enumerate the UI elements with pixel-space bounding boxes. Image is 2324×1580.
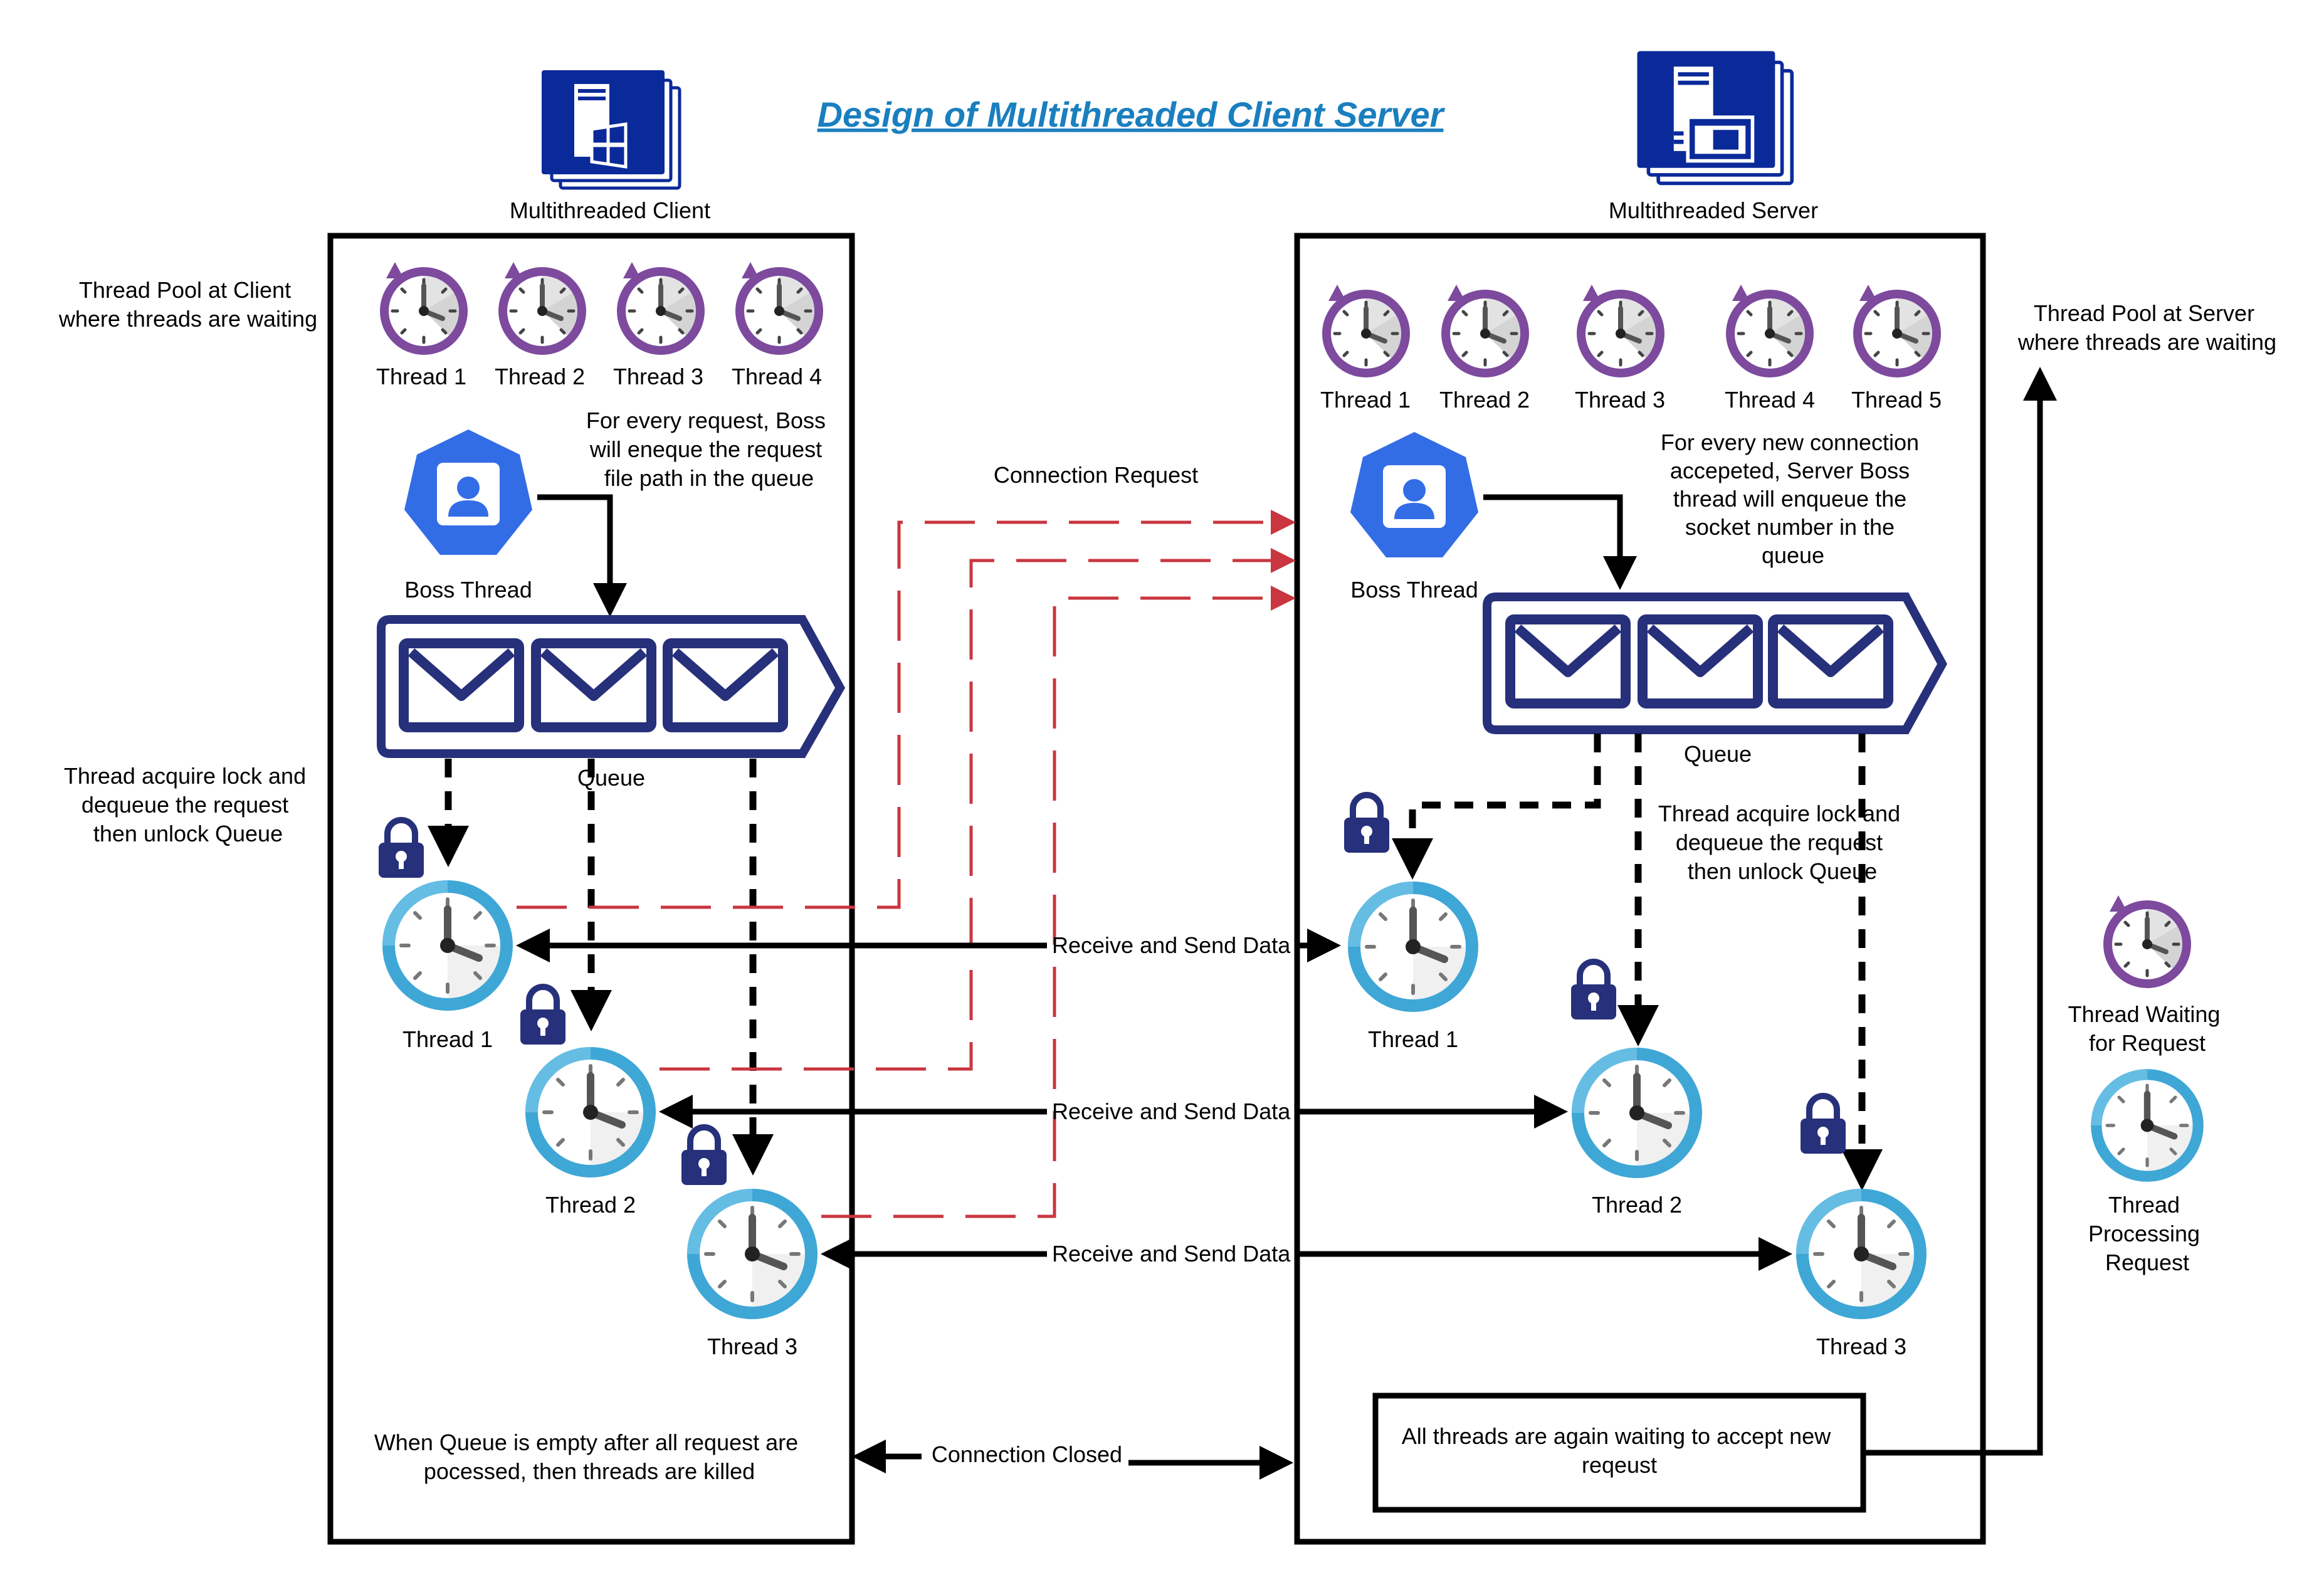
diagram-title: Design of Multithreaded Client Server bbox=[818, 95, 1446, 134]
clock-icon bbox=[1572, 1048, 1702, 1178]
clock-icon bbox=[687, 1189, 818, 1319]
stopwatch-icon bbox=[617, 261, 705, 355]
pool-thread-label: Thread 4 bbox=[732, 364, 822, 389]
legend-waiting-label: Thread Waiting for Request bbox=[2068, 1001, 2227, 1056]
legend-processing-label: Thread Processing Request bbox=[2088, 1192, 2206, 1275]
pool-thread-label: Thread 2 bbox=[1439, 387, 1530, 413]
stopwatch-icon bbox=[380, 261, 468, 355]
data-label: Receive and Send Data bbox=[1052, 1241, 1291, 1267]
return-to-pool-arrow bbox=[1863, 367, 2057, 1456]
pool-thread-label: Thread 3 bbox=[613, 364, 703, 389]
client-panel bbox=[327, 233, 855, 1545]
envelope-icon bbox=[1773, 619, 1888, 703]
client-worker-label: Thread 3 bbox=[707, 1334, 797, 1359]
data-label: Receive and Send Data bbox=[1052, 1098, 1291, 1124]
pool-thread-label: Thread 1 bbox=[1320, 387, 1411, 413]
stopwatch-icon bbox=[498, 261, 586, 355]
stopwatch-icon bbox=[1853, 283, 1941, 377]
padlock-icon bbox=[1801, 1096, 1846, 1154]
windows-server-icon bbox=[542, 70, 680, 188]
clock-icon bbox=[1796, 1189, 1927, 1319]
server-queue-label: Queue bbox=[1684, 741, 1752, 767]
client-label: Multithreaded Client bbox=[510, 198, 710, 223]
server-boss-to-queue-arrow bbox=[1483, 494, 1637, 590]
client-boss-note: For every request, Boss will eneque the … bbox=[586, 408, 832, 491]
server-pool-note: Thread Pool at Server where threads are … bbox=[2017, 300, 2276, 355]
server-icon bbox=[1637, 51, 1792, 184]
client-worker-label: Thread 1 bbox=[402, 1026, 493, 1052]
stopwatch-icon bbox=[1577, 283, 1664, 377]
client-queue bbox=[377, 615, 846, 758]
clock-icon bbox=[525, 1047, 656, 1177]
stopwatch-icon bbox=[735, 261, 823, 355]
server-panel bbox=[1294, 233, 1986, 1545]
stopwatch-icon bbox=[1441, 283, 1529, 377]
client-boss-thread-icon bbox=[404, 429, 532, 555]
client-dequeue-note: Thread acquire lock and dequeue the requ… bbox=[64, 763, 312, 846]
client-dequeue-arrows bbox=[428, 759, 774, 1176]
padlock-icon bbox=[681, 1127, 727, 1185]
clock-icon bbox=[1348, 882, 1478, 1012]
client-end-note: When Queue is empty after all request ar… bbox=[374, 1430, 804, 1484]
connection-request-lines bbox=[517, 510, 1296, 1218]
server-boss-label: Boss Thread bbox=[1350, 577, 1478, 603]
pool-thread-label: Thread 3 bbox=[1575, 387, 1665, 413]
client-boss-to-queue-arrow bbox=[537, 494, 627, 617]
padlock-icon bbox=[379, 820, 424, 878]
client-pool-note: Thread Pool at Client where threads are … bbox=[58, 277, 317, 332]
pool-thread-label: Thread 2 bbox=[495, 364, 585, 389]
clock-icon bbox=[382, 880, 513, 1011]
stopwatch-icon bbox=[1322, 283, 1410, 377]
server-dequeue-arrows bbox=[1392, 734, 1883, 1191]
legend: Thread Waiting for Request Thread Proces… bbox=[2068, 894, 2227, 1275]
server-boss-note: For every new connection accepeted, Serv… bbox=[1661, 429, 1925, 568]
clock-icon bbox=[2091, 1069, 2204, 1182]
server-worker-label: Thread 3 bbox=[1816, 1334, 1906, 1359]
padlock-icon bbox=[520, 987, 565, 1045]
envelope-icon bbox=[1643, 619, 1758, 703]
pool-thread-label: Thread 1 bbox=[376, 364, 466, 389]
envelope-icon bbox=[668, 643, 783, 727]
server-dequeue-note: Thread acquire lock and dequeue the requ… bbox=[1658, 801, 1906, 884]
connection-request-label: Connection Request bbox=[994, 462, 1198, 488]
envelope-icon bbox=[1510, 619, 1626, 703]
connection-closed-label: Connection Closed bbox=[932, 1441, 1122, 1467]
stopwatch-icon bbox=[2103, 894, 2191, 988]
client-worker-label: Thread 2 bbox=[545, 1192, 636, 1218]
server-thread-pool: Thread 1 Thread 2 Thread 3 Thread 4 Thre… bbox=[1320, 283, 1942, 413]
server-boss-thread-icon bbox=[1350, 432, 1478, 557]
stopwatch-icon bbox=[1726, 283, 1814, 377]
server-queue bbox=[1483, 592, 1947, 734]
padlock-icon bbox=[1571, 962, 1616, 1019]
client-queue-label: Queue bbox=[577, 765, 645, 791]
server-worker-label: Thread 2 bbox=[1592, 1192, 1682, 1218]
connection-closed-arrows bbox=[852, 1440, 1293, 1480]
server-label: Multithreaded Server bbox=[1609, 198, 1818, 223]
padlock-icon bbox=[1344, 795, 1389, 853]
data-exchange-arrows bbox=[516, 929, 1792, 1271]
pool-thread-label: Thread 4 bbox=[1725, 387, 1815, 413]
server-worker-label: Thread 1 bbox=[1368, 1026, 1458, 1052]
envelope-icon bbox=[536, 643, 651, 727]
pool-thread-label: Thread 5 bbox=[1851, 387, 1942, 413]
server-end-note: All threads are again waiting to accept … bbox=[1402, 1423, 1837, 1478]
client-boss-label: Boss Thread bbox=[404, 577, 532, 603]
data-label: Receive and Send Data bbox=[1052, 932, 1291, 958]
client-thread-pool: Thread 1 Thread 2 Thread 3 Thread 4 bbox=[376, 261, 823, 389]
server-end-box bbox=[1372, 1393, 1866, 1513]
envelope-icon bbox=[404, 643, 519, 727]
